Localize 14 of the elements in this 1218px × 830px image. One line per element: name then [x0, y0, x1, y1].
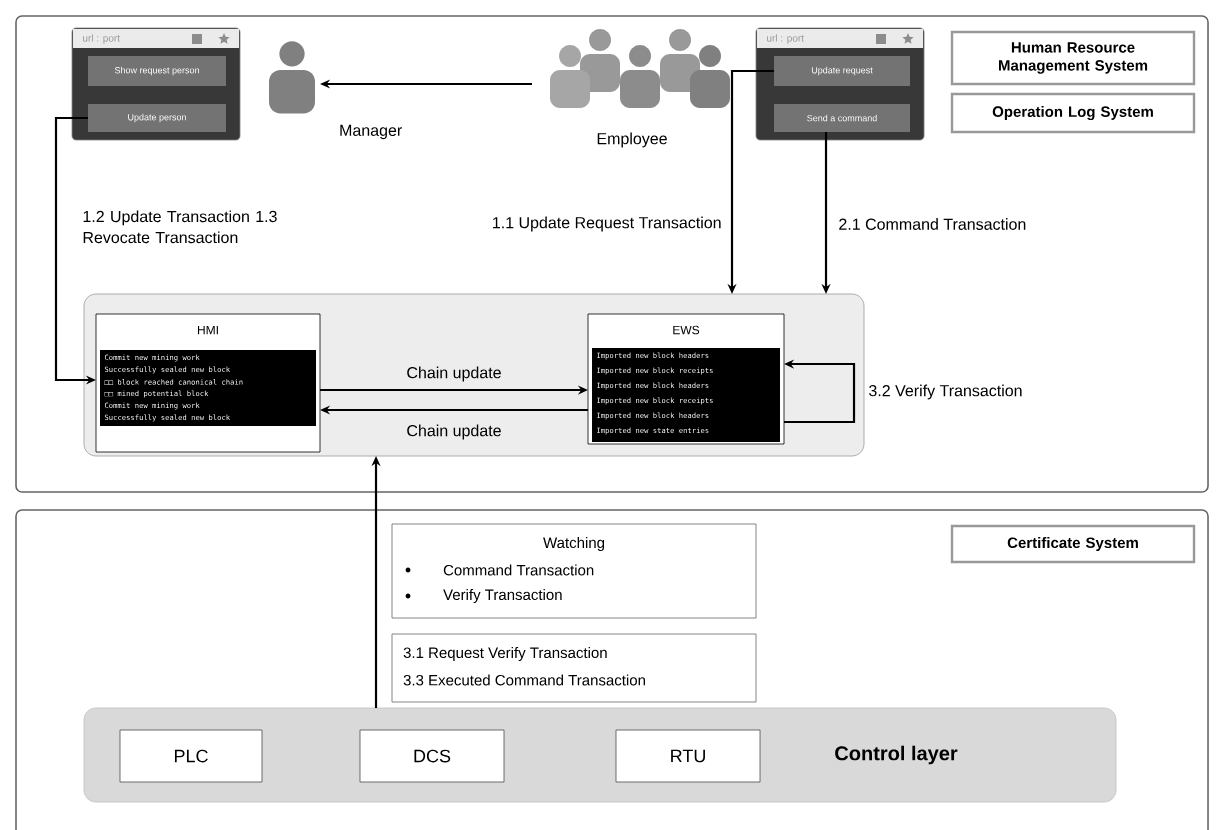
- person-label: Employee: [597, 132, 667, 148]
- edge-label: 2.1 Command Transaction: [839, 218, 1026, 230]
- panel: [15, 15, 1209, 493]
- device-box: RTU: [615, 729, 761, 783]
- panel: [15, 509, 1209, 830]
- edge-label: 3.2 Verify Transaction: [869, 384, 1022, 400]
- layer-label: Control layer: [835, 745, 958, 765]
- device-box: PLC: [119, 729, 263, 783]
- person-label: Manager: [340, 124, 402, 140]
- device-box: DCS: [359, 729, 505, 783]
- edge-label: Chain update: [407, 424, 501, 440]
- edge-label: 1.1 Update Request Transaction: [493, 216, 721, 232]
- edge-label: Chain update: [407, 366, 501, 382]
- edge-label: 1.2 Update Transaction 1.3 Revocate Transaction: [83, 210, 277, 244]
